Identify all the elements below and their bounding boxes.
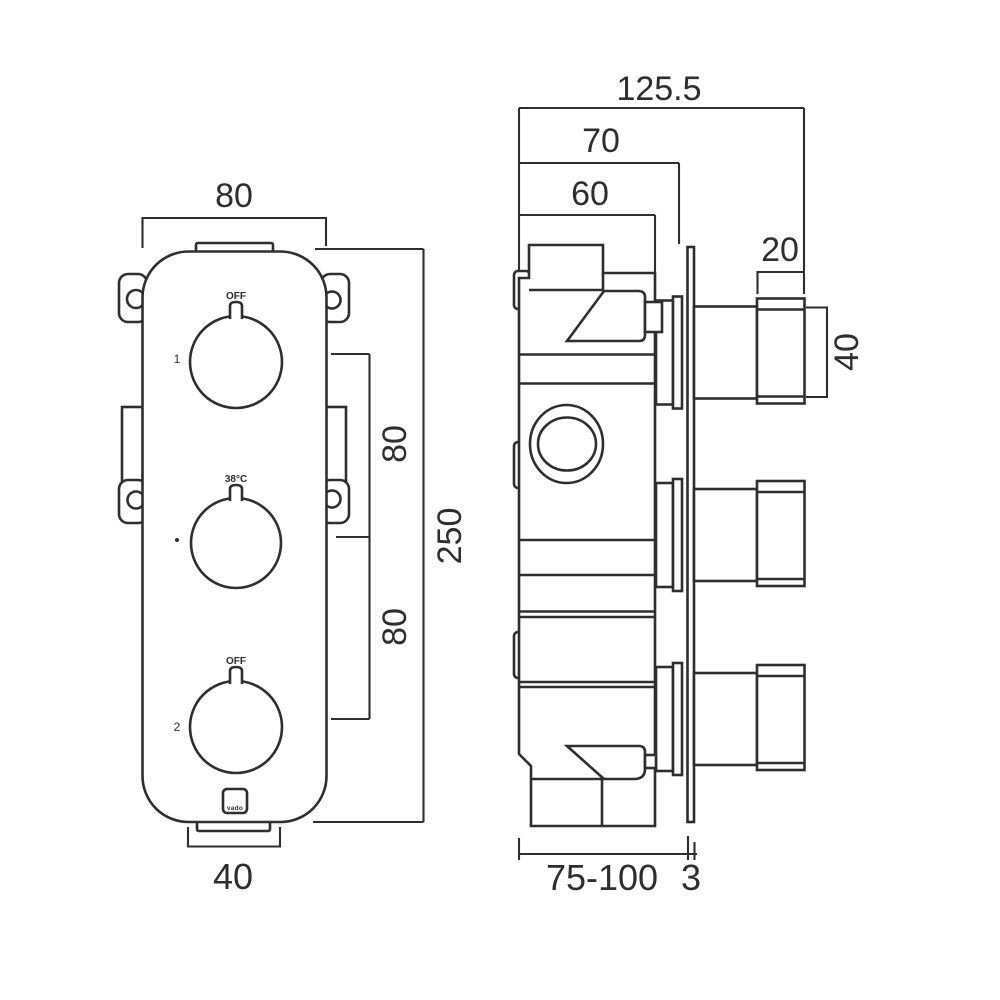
- knob-1-index-label: 1: [174, 352, 181, 366]
- knob-base-mid: [692, 487, 759, 583]
- dim-knob-pitch-lines: [331, 352, 371, 721]
- knob-2-circle: [189, 496, 283, 590]
- dim-knob-pitch: 80 80: [331, 352, 414, 721]
- spout-fitting-top: [643, 300, 664, 334]
- knob-2-temp-label: 38°C: [225, 474, 247, 485]
- dim-handle-depth-value: 20: [761, 231, 799, 269]
- knob-side-mid: [692, 479, 806, 588]
- knob-3-index-label: 2: [174, 720, 181, 734]
- valve-body-internal-lines: [519, 273, 655, 826]
- knob-2-pointer: [228, 483, 244, 501]
- dim-handle-height-lines: [806, 306, 829, 399]
- knob-3-circle: [188, 679, 284, 775]
- knob-handle-mid-detail: [757, 490, 805, 581]
- dim-wall-range-lines: [517, 836, 697, 860]
- dim-plate-height-lines: [313, 247, 425, 824]
- body-port-outer-ring: [528, 403, 605, 485]
- dim-handle-depth: 20: [756, 231, 804, 294]
- knob-base-bottom: [692, 671, 759, 767]
- knob-side-top: [692, 297, 806, 405]
- knob-handle-bottom: [755, 663, 806, 772]
- dim-plate-height: 250: [313, 247, 469, 824]
- dim-plate-width-lines: [141, 216, 328, 248]
- knob-3: OFF 2: [174, 656, 284, 775]
- side-view: 125.5 70 60 20 40 75-100 3: [512, 70, 866, 898]
- dim-overall-depth: 125.5: [517, 70, 806, 294]
- flange-mid: [671, 477, 684, 593]
- dim-flange-depth: 70: [519, 122, 681, 244]
- knob-handle-mid: [755, 479, 806, 588]
- knob-handle-top-detail: [757, 308, 805, 398]
- dim-body-depth-value: 60: [571, 175, 609, 213]
- brand-logo-box: [221, 787, 249, 815]
- dim-handle-height-value: 40: [828, 333, 866, 371]
- brand-logo: vado: [221, 787, 249, 815]
- outlet-spout-top: [564, 289, 647, 343]
- knob-3-pointer: [228, 665, 244, 684]
- dim-wall-range: 75-100 3: [517, 836, 701, 898]
- dim-bottom-tab-value: 40: [213, 856, 253, 897]
- flange-bottom: [671, 661, 684, 777]
- dim-knob-pitch-lower-value: 80: [376, 608, 414, 646]
- flange-top: [671, 295, 684, 410]
- collar-bottom: [654, 665, 675, 773]
- knob-side-bottom: [692, 663, 806, 772]
- dim-body-depth-lines: [519, 213, 657, 282]
- dim-plate-height-value: 250: [431, 508, 469, 565]
- dim-wall-range-value: 75-100: [546, 857, 658, 898]
- dim-knob-pitch-upper-value: 80: [376, 425, 414, 463]
- collar-mid: [654, 481, 675, 589]
- knob-handle-bottom-detail: [757, 674, 805, 765]
- knob-base-top: [692, 305, 759, 400]
- knob-handle-top: [755, 297, 806, 405]
- spout-fitting-bottom: [643, 753, 658, 770]
- knob-2-temp-marker-dot: [175, 538, 179, 542]
- dim-overall-depth-value: 125.5: [616, 70, 701, 108]
- dim-plate-thickness-value: 3: [681, 857, 701, 898]
- knob-1: OFF 1: [174, 291, 284, 410]
- dim-bottom-tab: 40: [186, 827, 282, 897]
- dim-plate-width-value: 80: [215, 177, 253, 215]
- knob-1-circle: [188, 314, 284, 410]
- dim-plate-width: 80: [141, 177, 328, 248]
- body-port-inner-ring: [536, 416, 598, 472]
- dim-body-depth: 60: [519, 175, 657, 282]
- knob-3-off-label: OFF: [226, 656, 246, 667]
- dim-bottom-tab-lines: [186, 827, 282, 848]
- dim-handle-height: 40: [806, 306, 866, 399]
- dim-handle-depth-lines: [756, 270, 804, 294]
- dim-overall-depth-lines: [517, 106, 806, 294]
- knob-2: 38°C: [175, 474, 283, 590]
- dim-flange-depth-value: 70: [582, 122, 620, 160]
- dim-flange-depth-lines: [519, 161, 681, 244]
- cartridge-collars: [654, 295, 684, 777]
- front-view: OFF 1 38°C OFF 2 vado 80: [117, 177, 469, 897]
- knob-1-off-label: OFF: [226, 291, 246, 302]
- knob-1-pointer: [228, 300, 244, 319]
- brand-logo-text: vado: [227, 805, 243, 812]
